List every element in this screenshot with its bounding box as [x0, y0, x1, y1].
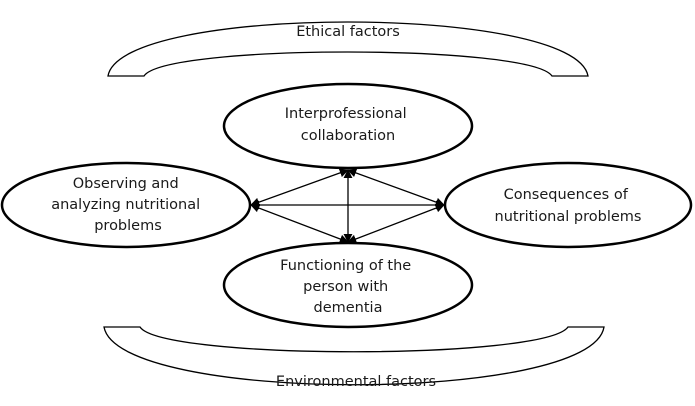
node-left-ellipse	[0, 161, 252, 249]
node-consequences: Consequences of nutritional problems	[443, 161, 693, 249]
ethical-factors-band: Ethical factors	[107, 21, 589, 77]
ethical-factors-label: Ethical factors	[296, 24, 400, 40]
node-top-ellipse	[222, 82, 474, 170]
ethical-factors-arch	[107, 21, 589, 77]
node-top-line-1: Interprofessional	[285, 106, 407, 122]
node-top-line-2: collaboration	[301, 128, 395, 144]
connector-bottom-left	[250, 203, 349, 244]
node-left-line-1: Observing and	[73, 176, 179, 192]
node-bottom-ellipse	[222, 241, 474, 329]
node-observing-analyzing: Observing and analyzing nutritional prob…	[0, 161, 252, 249]
node-bottom-line-2: person with	[303, 279, 388, 295]
environmental-factors-arch	[103, 326, 605, 386]
node-functioning-person: Functioning of the person with dementia	[222, 241, 474, 329]
node-right-ellipse	[443, 161, 693, 249]
connector-bottom-right	[347, 203, 445, 244]
node-bottom-line-3: dementia	[314, 300, 383, 316]
environmental-factors-label: Environmental factors	[276, 374, 436, 390]
node-left-text: Observing and analyzing nutritional prob…	[51, 176, 205, 234]
node-right-line-1: Consequences of	[504, 187, 629, 203]
node-bottom-line-1: Functioning of the	[280, 258, 411, 274]
node-left-line-3: problems	[94, 218, 162, 234]
node-right-line-2: nutritional problems	[495, 209, 642, 225]
node-interprofessional-collaboration: Interprofessional collaboration	[222, 82, 474, 170]
node-bottom-text: Functioning of the person with dementia	[280, 258, 416, 316]
node-left-line-2: analyzing nutritional	[51, 197, 200, 213]
connector-top-left	[250, 168, 349, 207]
connector-top-right	[347, 168, 445, 207]
node-top-text: Interprofessional collaboration	[285, 106, 412, 144]
environmental-factors-band: Environmental factors	[103, 326, 605, 390]
connector-lines	[250, 168, 445, 244]
node-right-text: Consequences of nutritional problems	[495, 187, 642, 225]
